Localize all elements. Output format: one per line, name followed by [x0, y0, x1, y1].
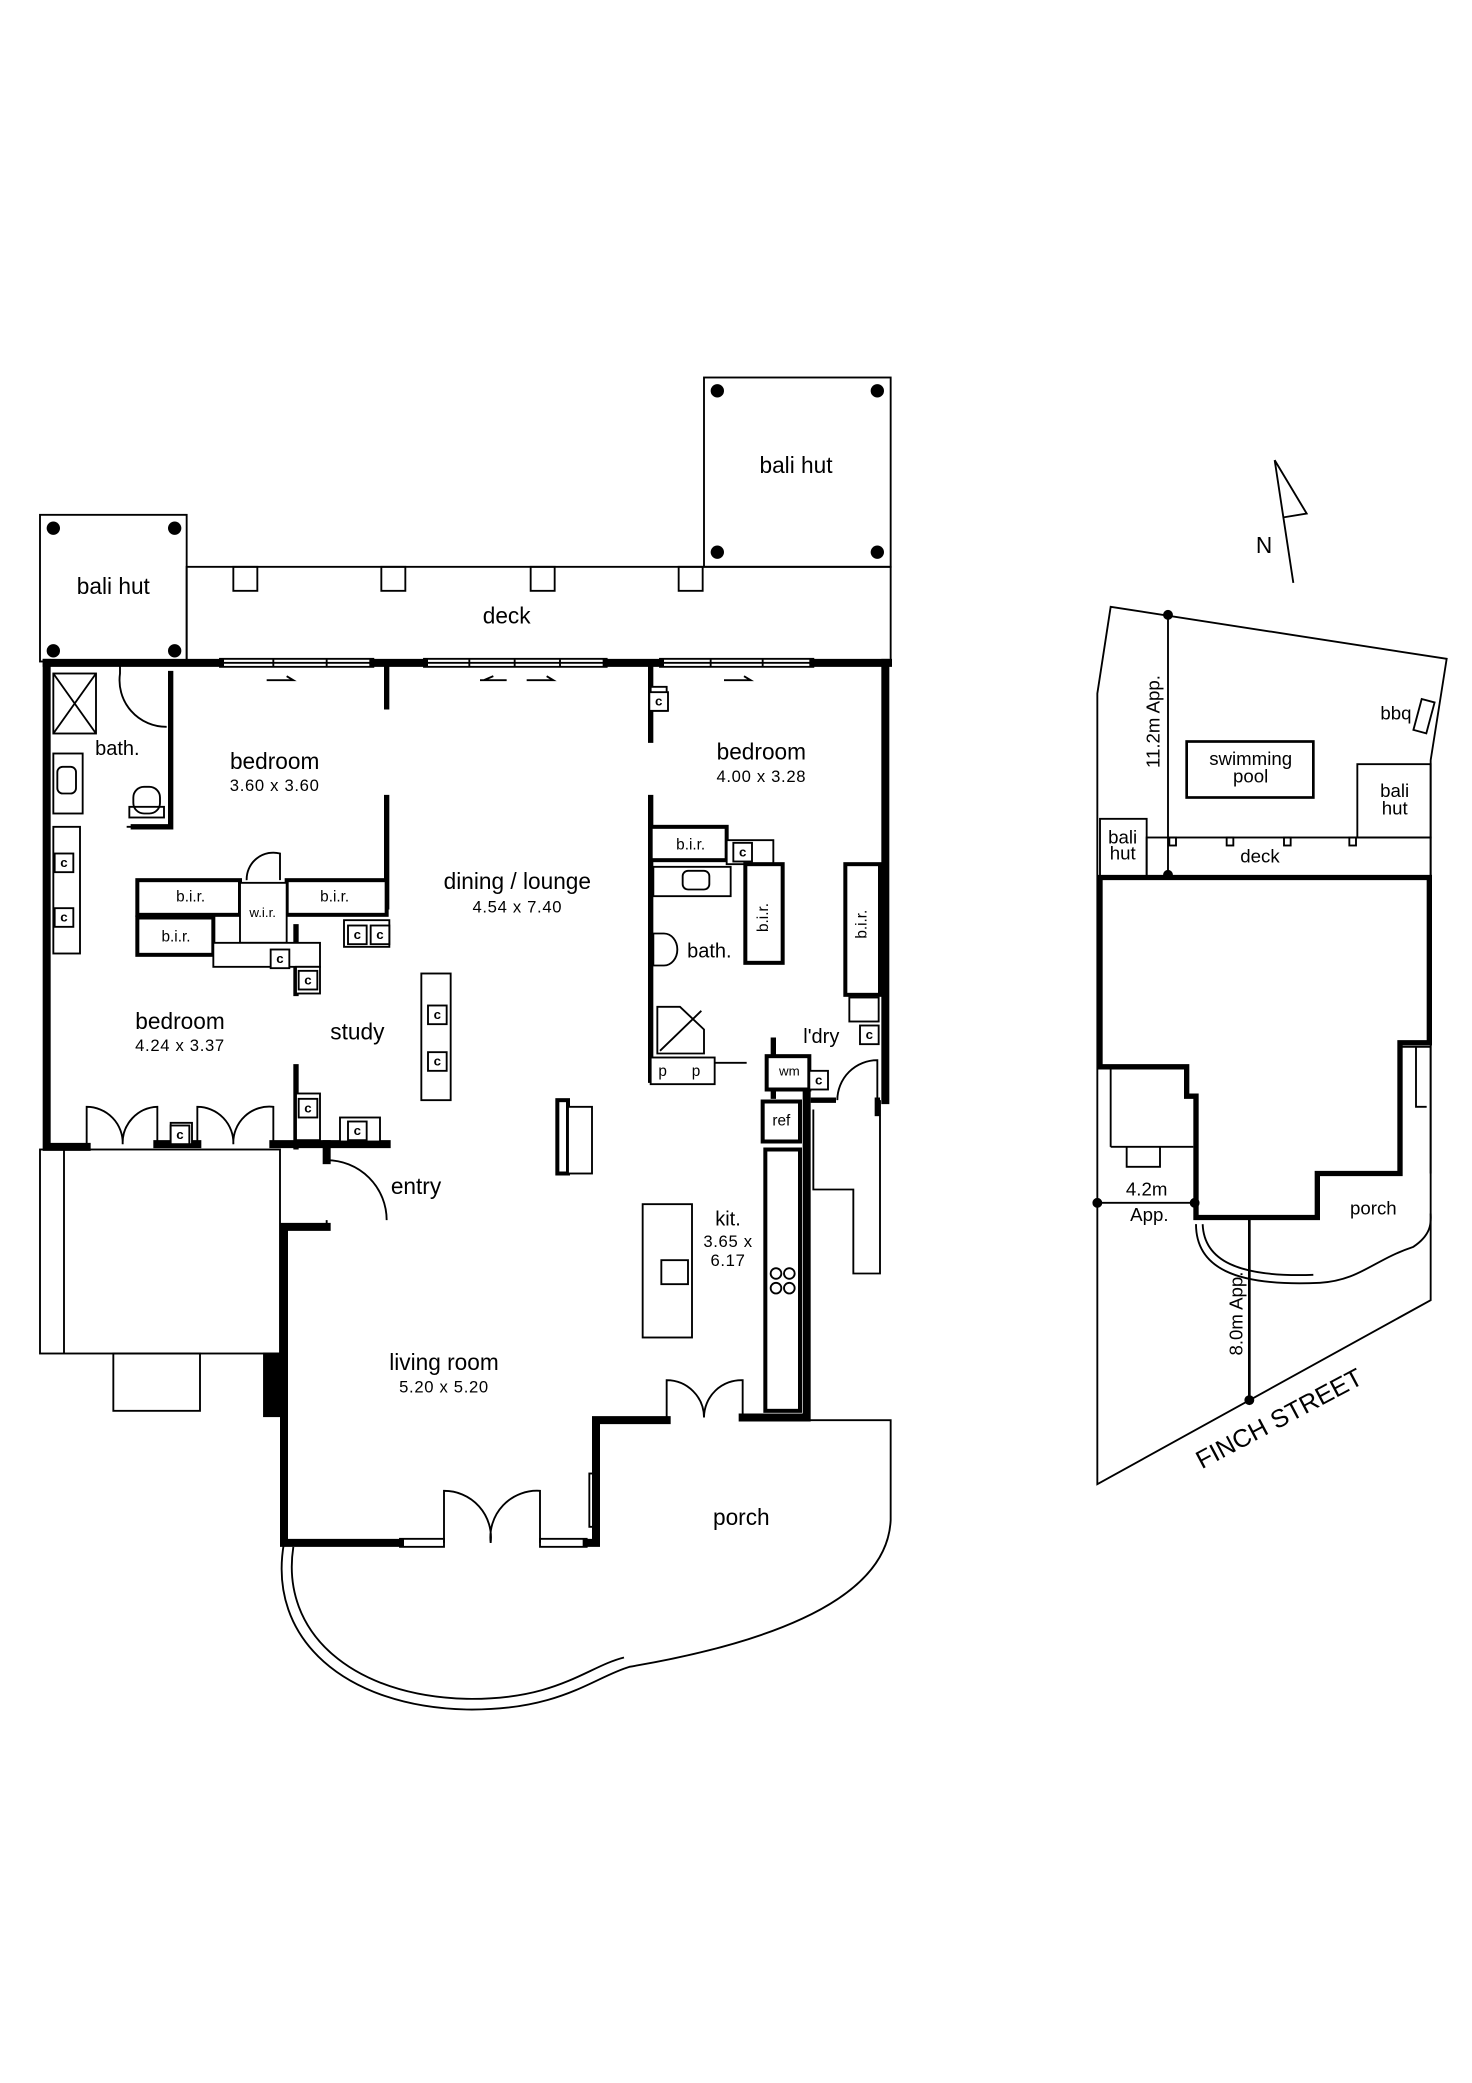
label-bath-ensuite: bath.	[687, 940, 731, 962]
cupboard-label: c	[354, 1123, 362, 1138]
cupboard-label: c	[354, 927, 362, 942]
label-bali-hut-left: bali hut	[77, 573, 151, 599]
main-floor-plan: bali hut bali hut deck bath. bedroom 3.6…	[39, 376, 892, 1711]
label-kitchen-dim-2: 6.17	[710, 1251, 745, 1270]
dimension-lines	[1092, 609, 1255, 1406]
label-bir-3: b.i.r.	[320, 889, 349, 906]
site-house	[1097, 874, 1432, 1221]
cupboard-box	[732, 841, 753, 863]
site-structures	[1099, 697, 1436, 1285]
deck	[185, 565, 892, 664]
label-kitchen-dim-1: 3.65 x	[703, 1232, 752, 1251]
label-pool-1: swimming	[1209, 748, 1292, 769]
cupboard-label: c	[655, 694, 663, 709]
cupboard-label: c	[866, 1027, 874, 1042]
label-dining: dining / lounge	[444, 868, 591, 894]
label-wm: wm	[778, 1064, 800, 1079]
carport	[39, 1100, 881, 1418]
label-bali-hut-left-2: hut	[1110, 843, 1137, 864]
label-pool-2: pool	[1233, 765, 1268, 786]
cupboard-box	[369, 924, 391, 946]
deck-piers	[232, 565, 704, 592]
label-bir-1: b.i.r.	[176, 889, 205, 906]
label-bir-4: b.i.r.	[676, 837, 705, 854]
label-site-deck: deck	[1240, 845, 1280, 866]
cupboard-label: c	[434, 1054, 442, 1069]
cupboard-box	[347, 1120, 368, 1142]
posts	[46, 384, 884, 658]
lot-boundary	[1096, 605, 1448, 1486]
cupboard-box	[269, 948, 291, 970]
cupboard-label: c	[60, 855, 68, 870]
cupboard-box	[53, 852, 75, 874]
label-site-porch: porch	[1350, 1197, 1397, 1218]
label-wir: w.i.r.	[248, 905, 276, 920]
label-bedroom-2: bedroom	[717, 738, 806, 764]
cupboard-label: c	[276, 951, 284, 966]
label-study: study	[330, 1018, 385, 1044]
label-bedroom-2-dim: 4.00 x 3.28	[716, 767, 806, 786]
label-front-setback: 8.0m App.	[1225, 1271, 1246, 1355]
label-living: living room	[389, 1349, 499, 1375]
label-bath-main: bath.	[95, 738, 139, 760]
cupboard-label: c	[434, 1007, 442, 1022]
label-bedroom-1: bedroom	[230, 748, 319, 774]
label-bali-hut-left-1: bali	[1108, 827, 1137, 848]
label-bali-hut-right-1: bali	[1380, 780, 1409, 801]
label-side-setback: 4.2m	[1126, 1179, 1167, 1200]
cupboard-box	[859, 1024, 880, 1046]
bath-fixtures	[52, 672, 732, 1055]
label-entry: entry	[391, 1173, 442, 1199]
site-plan: N bbq swimming pool bali hut bali hut de…	[1092, 459, 1448, 1486]
cupboard-label: c	[304, 972, 312, 987]
label-street: FINCH STREET	[1191, 1363, 1367, 1474]
cupboard-box	[347, 924, 368, 946]
label-bali-hut-right: bali hut	[759, 452, 833, 478]
label-kitchen: kit.	[715, 1208, 741, 1230]
label-bir-2: b.i.r.	[162, 929, 191, 946]
cupboard-box	[648, 691, 669, 712]
label-bbq: bbq	[1380, 703, 1411, 724]
cupboard-label: c	[304, 1100, 312, 1115]
label-rear-setback: 11.2m App.	[1143, 675, 1164, 768]
cupboard-label: c	[60, 910, 68, 925]
label-pantry-1: p	[658, 1063, 667, 1080]
cupboard-box	[169, 1124, 191, 1146]
label-ref: ref	[772, 1113, 791, 1130]
label-pantry-2: p	[692, 1063, 701, 1080]
cupboard-label: c	[739, 844, 747, 859]
label-north: N	[1256, 532, 1272, 558]
label-bedroom-1-dim: 3.60 x 3.60	[230, 776, 320, 795]
label-living-dim: 5.20 x 5.20	[399, 1378, 489, 1397]
cupboard-label: c	[815, 1072, 823, 1087]
storage	[52, 685, 882, 1413]
label-bir-6: b.i.r.	[854, 910, 871, 939]
cupboard-label: c	[376, 927, 384, 942]
cupboard-box	[808, 1069, 829, 1091]
label-bir-5: b.i.r.	[755, 903, 772, 932]
label-porch: porch	[713, 1504, 770, 1530]
cupboard-box	[297, 1097, 319, 1119]
cupboard-label: c	[176, 1127, 184, 1142]
label-bedroom-3: bedroom	[135, 1008, 224, 1034]
label-dining-dim: 4.54 x 7.40	[472, 898, 562, 917]
cupboard-box	[427, 1051, 448, 1072]
cupboard-box	[53, 907, 75, 928]
doors	[85, 662, 879, 1543]
label-laundry: l'dry	[803, 1026, 839, 1048]
label-bali-hut-right-2: hut	[1382, 797, 1409, 818]
label-bedroom-3-dim: 4.24 x 3.37	[135, 1036, 225, 1055]
porch-outline	[280, 1419, 892, 1711]
cupboard-box	[297, 969, 319, 991]
cupboard-box	[427, 1004, 448, 1026]
label-deck: deck	[483, 602, 532, 628]
label-side-setback-app: App.	[1130, 1204, 1168, 1225]
north-arrow-icon	[1273, 459, 1309, 583]
